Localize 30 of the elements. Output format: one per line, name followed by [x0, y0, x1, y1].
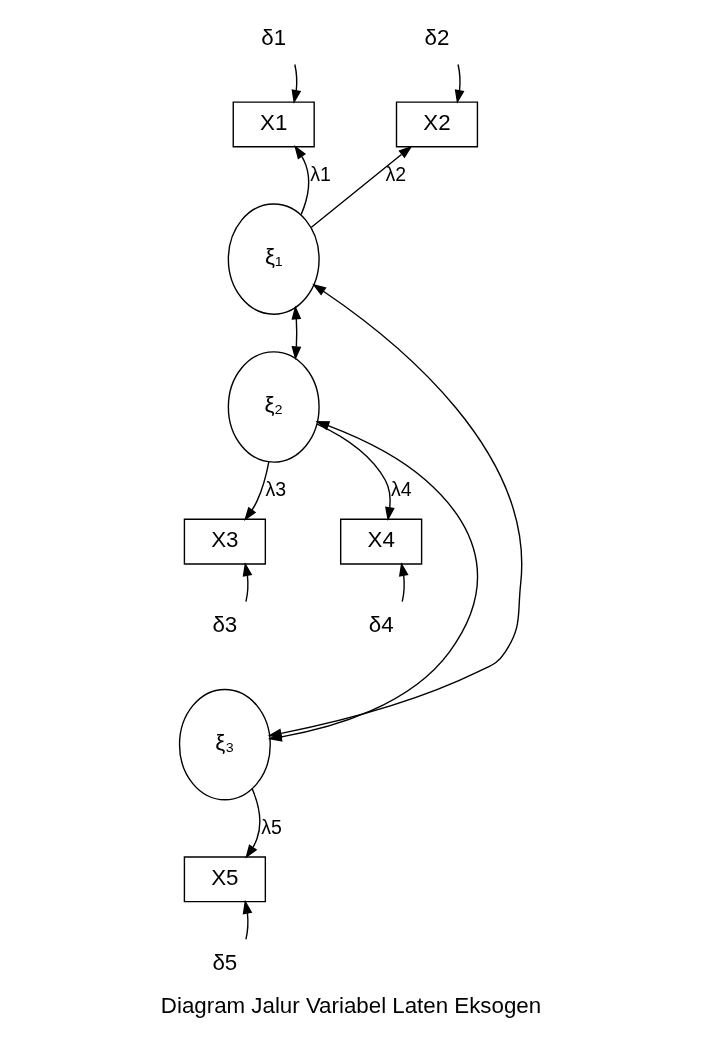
arrow	[293, 145, 309, 216]
node-box: X2	[395, 101, 478, 148]
node-ellipse: ξ₃	[178, 688, 271, 801]
node-text: δ4	[368, 612, 394, 638]
edge-label: λ3	[264, 477, 286, 500]
edge-label: λ1	[309, 162, 331, 185]
node-box: X1	[232, 101, 315, 148]
arrow	[242, 899, 252, 940]
arrow	[244, 788, 260, 859]
arrow	[291, 63, 301, 104]
node-text: δ1	[260, 24, 286, 50]
arrow	[243, 461, 270, 521]
node-box: X4	[339, 518, 422, 565]
node-text: δ5	[211, 949, 237, 975]
node-ellipse: ξ₁	[227, 203, 320, 315]
caption: Diagram Jalur Variabel Laten Eksogen	[160, 992, 541, 1018]
node-text: δ2	[424, 24, 449, 50]
arrow	[398, 562, 409, 603]
arrow	[310, 145, 412, 228]
arrow	[291, 305, 301, 361]
arrow	[242, 562, 252, 603]
arrow	[454, 63, 464, 104]
arrow	[316, 423, 395, 522]
node-text: δ3	[211, 612, 237, 638]
edge-label: λ4	[390, 477, 412, 500]
node-box: X5	[183, 856, 266, 903]
edge-label: λ2	[384, 162, 406, 185]
edge-label: λ5	[260, 815, 282, 838]
node-ellipse: ξ₂	[227, 351, 320, 463]
node-box: X3	[183, 518, 266, 565]
